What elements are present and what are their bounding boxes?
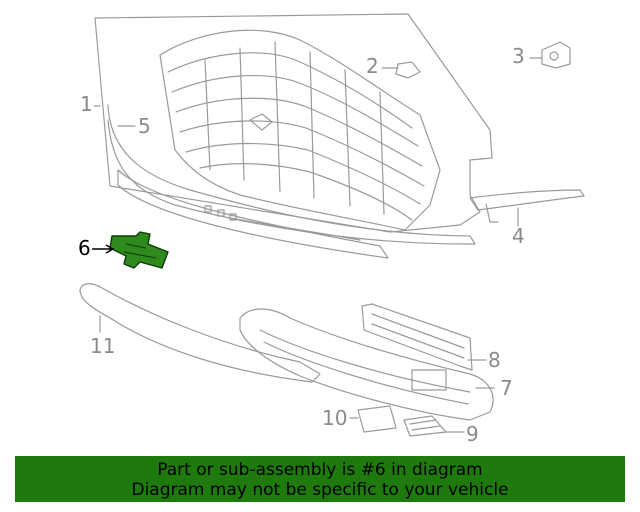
callout-3[interactable]: 3 <box>512 44 525 68</box>
callout-7[interactable]: 7 <box>500 376 513 400</box>
part-2-clip <box>395 61 421 79</box>
part-6-emblem <box>109 231 169 269</box>
part-8-bracket <box>361 303 473 371</box>
lower-bezel <box>107 104 476 245</box>
callout-2[interactable]: 2 <box>366 54 379 78</box>
callout-8[interactable]: 8 <box>488 348 501 372</box>
callout-11[interactable]: 11 <box>90 334 116 358</box>
part-10-cover <box>357 405 397 433</box>
part-info-banner: Part or sub-assembly is #6 in diagram Di… <box>15 456 625 502</box>
callout-5[interactable]: 5 <box>138 114 151 138</box>
part-4-molding <box>469 189 585 211</box>
grille-part-1 <box>159 29 441 231</box>
callout-9[interactable]: 9 <box>466 422 479 446</box>
part-7-lower-grille <box>239 308 494 421</box>
banner-line-1: Part or sub-assembly is #6 in diagram <box>157 460 483 480</box>
callout-4[interactable]: 4 <box>512 224 525 248</box>
assembly-outline <box>94 13 493 233</box>
part-11-deflector <box>79 283 321 383</box>
part-3-clip <box>541 41 571 69</box>
banner-line-2: Diagram may not be specific to your vehi… <box>131 480 509 500</box>
callout-6[interactable]: 6 <box>78 236 91 260</box>
callout-10[interactable]: 10 <box>322 406 348 430</box>
callout-1[interactable]: 1 <box>80 92 93 116</box>
parts-diagram <box>79 13 585 437</box>
